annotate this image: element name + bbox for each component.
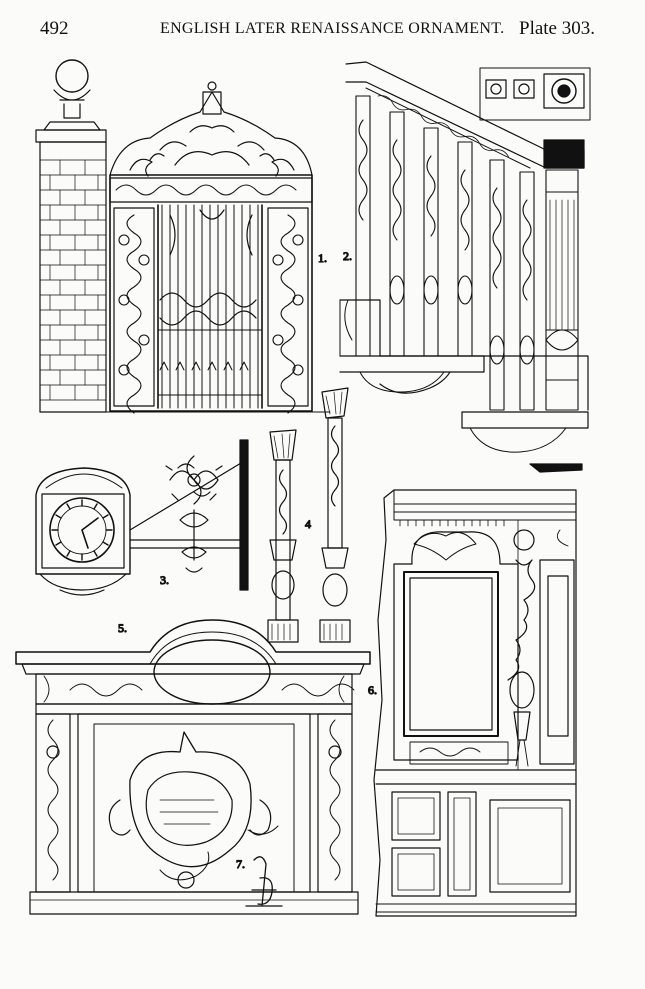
figure-label-7: 7. [236,857,245,871]
page-title: ENGLISH LATER RENAISSANCE ORNAMENT. [160,20,505,37]
figure-5-chimney-piece [15,619,371,915]
figure-1-gates [35,59,331,414]
figure-2-staircase [339,61,591,473]
page-header: 492 ENGLISH LATER RENAISSANCE ORNAMENT. … [0,18,645,44]
figure-6-panelling [373,489,577,917]
figure-label-4: 4 [305,517,311,531]
figure-label-6: 6. [368,683,377,697]
figure-3-clock [35,439,249,596]
figure-label-1: 1. [318,251,327,265]
figure-label-5: 5. [118,621,127,635]
plate-number: Plate 303. [519,18,595,39]
page-number: 492 [40,18,69,39]
figure-label-2: 2. [343,249,352,263]
figure-label-3: 3. [160,573,169,587]
figure-4-posts [267,387,351,643]
